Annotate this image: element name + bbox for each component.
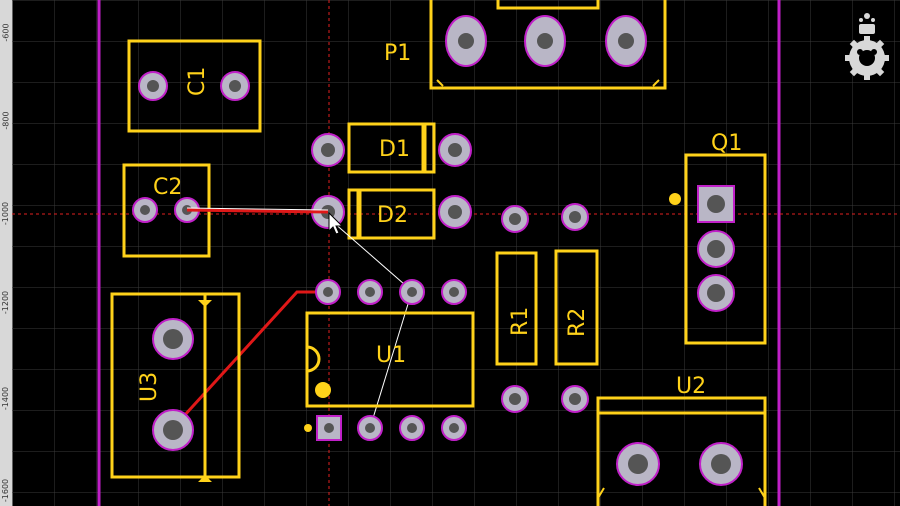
component-d1[interactable] xyxy=(311,122,472,174)
mouse-cursor-icon xyxy=(328,211,344,235)
ruler-tick-1200: -1200 xyxy=(1,290,11,314)
component-q1[interactable] xyxy=(669,153,767,345)
label-p1: P1 xyxy=(384,41,411,66)
label-d1: D1 xyxy=(379,137,410,162)
component-u1[interactable] xyxy=(304,279,475,441)
label-r2: R2 xyxy=(565,308,590,337)
trace-c2-d2[interactable] xyxy=(186,208,329,214)
ruler-tick-1000: -1000 xyxy=(1,201,11,225)
ratsnest-d2-u1 xyxy=(332,221,413,292)
ruler-tick-800: -800 xyxy=(1,110,11,130)
label-c1: C1 xyxy=(185,67,210,96)
component-u3[interactable] xyxy=(110,292,241,482)
label-u2: U2 xyxy=(676,374,706,399)
ruler-tick-1400: -1400 xyxy=(1,386,11,410)
component-r1[interactable] xyxy=(495,205,538,413)
component-u2[interactable] xyxy=(596,396,767,506)
label-q1: Q1 xyxy=(711,131,742,156)
label-r1: R1 xyxy=(508,307,533,336)
ruler-tick-1600: -1600 xyxy=(1,478,11,502)
label-u3: U3 xyxy=(137,372,162,402)
component-c1[interactable] xyxy=(127,39,262,133)
ruler-tick-600: -600 xyxy=(1,22,11,42)
label-u1: U1 xyxy=(376,343,406,368)
component-r2[interactable] xyxy=(554,203,599,413)
ratsnest-c2-d2 xyxy=(186,207,329,211)
component-p1[interactable] xyxy=(429,0,667,90)
label-c2: C2 xyxy=(153,175,182,200)
label-d2: D2 xyxy=(377,203,408,228)
gear-figure-logo-icon xyxy=(845,13,889,80)
component-d2[interactable] xyxy=(311,188,472,240)
pcb-canvas[interactable]: P1 C1 C2 D1 D2 xyxy=(12,0,900,506)
